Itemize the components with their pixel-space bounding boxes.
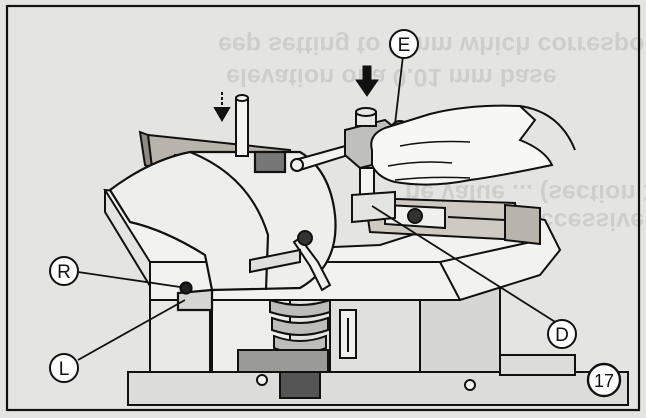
callout-e-label: E	[398, 35, 411, 56]
leader-lines	[77, 55, 561, 361]
machine-cabinet	[127, 283, 629, 406]
callout-d: D	[547, 319, 577, 349]
leader-r	[77, 271, 181, 288]
down-arrow-left	[213, 92, 231, 122]
leader-l	[77, 299, 186, 361]
guard-post	[235, 94, 249, 157]
figure-border	[5, 4, 641, 412]
callout-l: L	[49, 353, 79, 383]
figure-number-label: 17	[594, 371, 614, 391]
leader-e	[394, 55, 404, 125]
callout-d-label: D	[555, 325, 569, 346]
figure-number: 17	[586, 362, 622, 398]
callout-e: E	[389, 29, 419, 59]
callout-r: R	[49, 256, 79, 286]
down-arrow-right	[355, 65, 379, 97]
callout-r-label: R	[57, 262, 71, 283]
leader-d	[371, 205, 561, 326]
callout-l-label: L	[59, 359, 70, 380]
operator-hand	[370, 104, 576, 186]
fence-right	[363, 196, 541, 246]
table-lever	[249, 230, 332, 292]
